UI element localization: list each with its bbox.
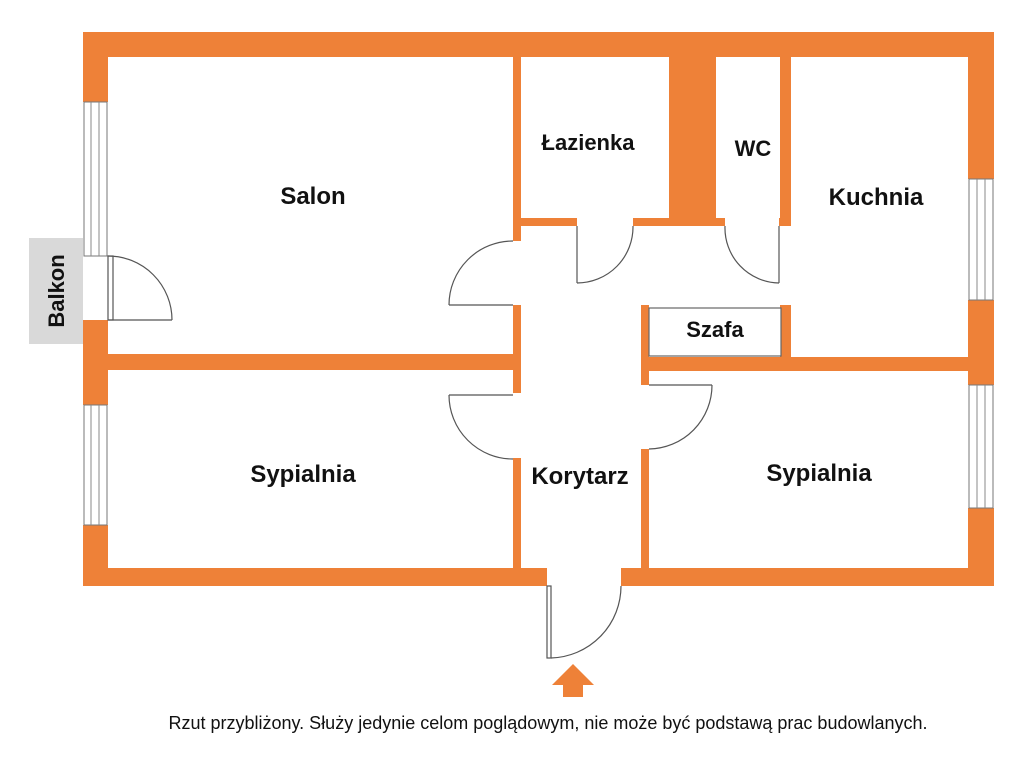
balcony-block xyxy=(29,238,83,344)
room-label-bedroom-right: Sypialnia xyxy=(766,460,872,487)
balcony-label: Balkon xyxy=(44,254,69,327)
wc-door xyxy=(724,225,780,284)
windows xyxy=(83,101,994,526)
bedroom-right-door xyxy=(648,384,713,450)
room-label-wardrobe: Szafa xyxy=(686,317,744,342)
wardrobe xyxy=(648,307,782,357)
balcony-door xyxy=(107,255,173,321)
doors xyxy=(107,225,780,659)
interior-walls xyxy=(108,57,968,568)
room-label-salon: Salon xyxy=(280,183,345,210)
salon-door xyxy=(448,240,514,306)
room-label-bedroom-left: Sypialnia xyxy=(250,461,356,488)
room-label-corridor: Korytarz xyxy=(531,463,628,490)
entrance-door xyxy=(546,585,622,659)
room-label-wc: WC xyxy=(735,136,772,161)
room-label-kitchen: Kuchnia xyxy=(829,184,924,211)
room-label-bathroom: Łazienka xyxy=(542,130,636,155)
up-arrow-icon xyxy=(552,664,594,697)
disclaimer-text: Rzut przybliżony. Służy jedynie celom po… xyxy=(168,713,928,733)
bathroom-door xyxy=(576,225,634,284)
bedroom-left-door xyxy=(448,394,514,460)
exterior-walls xyxy=(83,32,994,586)
